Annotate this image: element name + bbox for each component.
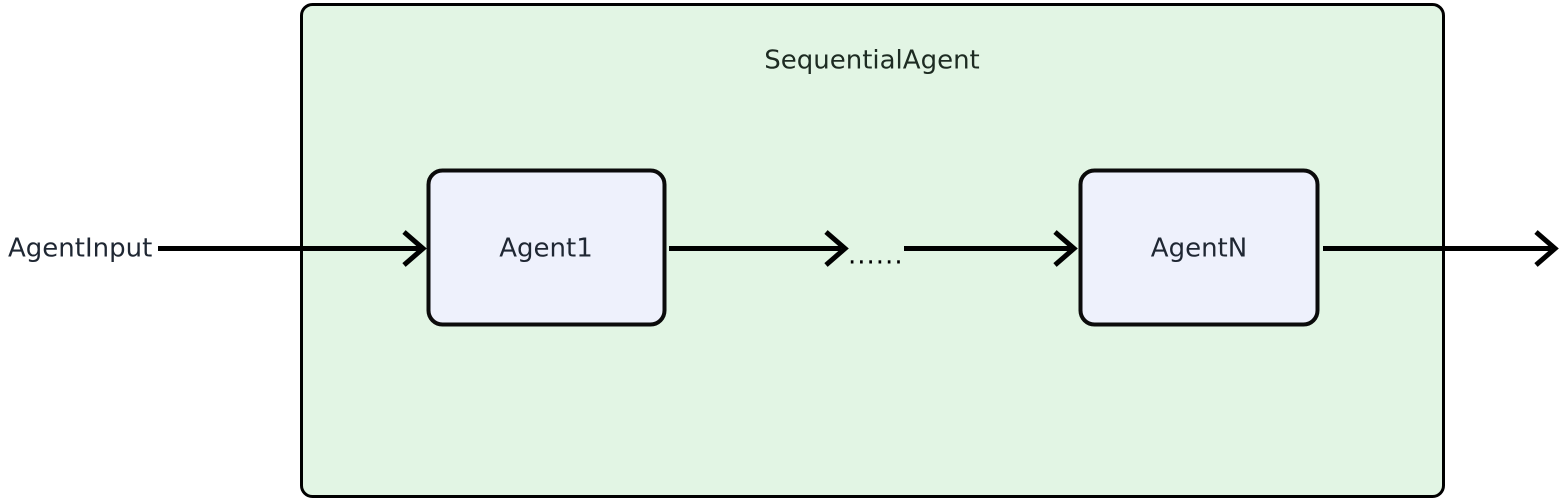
node-agentn-label: AgentN (1151, 234, 1247, 264)
node-agentn-box[interactable] (1078, 168, 1320, 327)
edge-agentn-to-output (1323, 230, 1559, 267)
edge-agent1-to-ellipsis (669, 230, 849, 267)
sequential-agent-group-title: SequentialAgent (764, 46, 980, 76)
edge-agentinput-to-agent1 (158, 230, 427, 267)
node-agent1-label: Agent1 (499, 234, 593, 264)
node-agentn[interactable]: AgentN (1078, 168, 1320, 327)
node-agent1[interactable]: Agent1 (426, 168, 667, 327)
node-agent1-box[interactable] (426, 168, 667, 327)
ellipsis-label: ...... (848, 241, 904, 271)
edge-ellipsis-to-agentn (904, 230, 1078, 267)
agent-input-label: AgentInput (8, 234, 152, 264)
